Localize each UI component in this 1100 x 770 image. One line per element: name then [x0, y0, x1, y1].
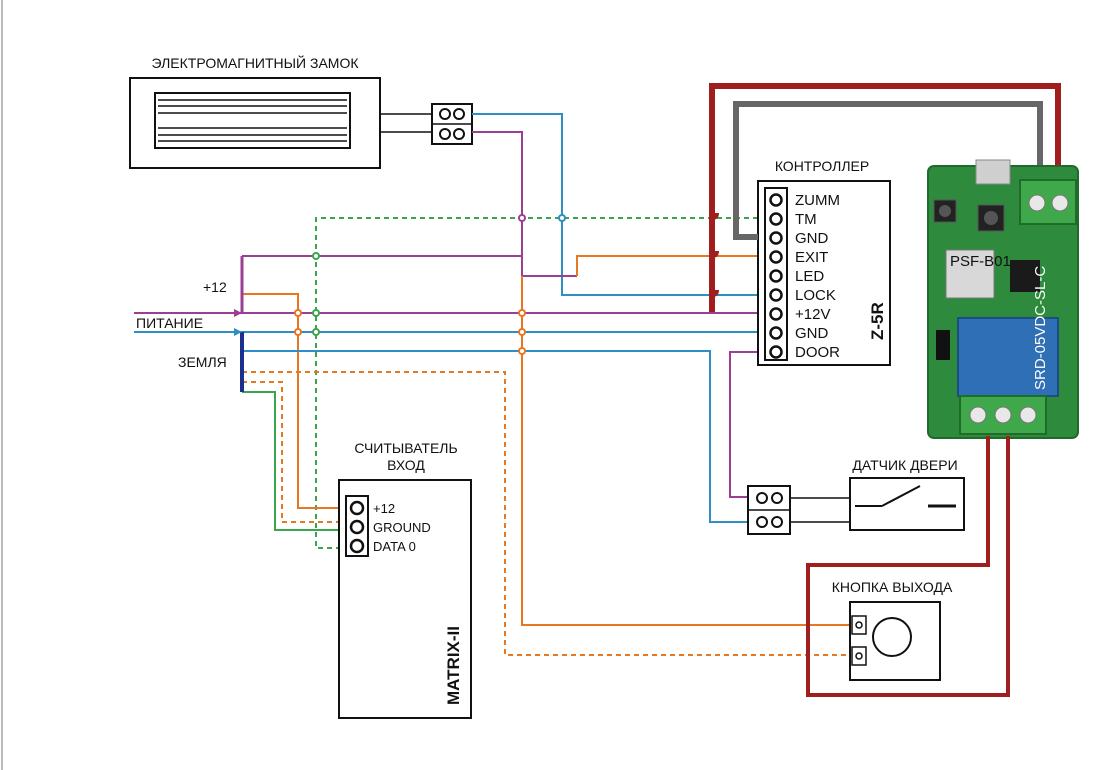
wire-relay-exit-loop: [806, 436, 1010, 697]
wire-data0-green-dashed: [315, 217, 758, 549]
wire-exit-orange-top: [576, 255, 758, 276]
chip: [1010, 260, 1040, 292]
wire-gnd-gray: [733, 101, 1043, 240]
reader-model: MATRIX-II: [444, 626, 463, 705]
controller-pin-label: EXIT: [795, 249, 828, 266]
controller-pin-label: LED: [795, 268, 824, 285]
wire-lock-purple: [472, 131, 577, 277]
controller-terminal: [769, 307, 783, 321]
reader-terminal-strip: [345, 495, 369, 557]
controller-pin-label: TM: [795, 211, 817, 228]
controller-terminal: [769, 288, 783, 302]
controller-terminal: [769, 326, 783, 340]
wifi-module: [945, 249, 995, 299]
controller-z5r: КОНТРОЛЛЕР ZUMM TM GND EXIT LED LOCK +12V GND DO…: [757, 158, 891, 366]
controller-terminal: [769, 345, 783, 359]
reader-pin-label: +12: [373, 501, 395, 516]
lock-plate: [154, 92, 351, 149]
controller-model: Z-5R: [868, 302, 887, 340]
lock-terminal-block: [431, 103, 473, 145]
controller-pin-label: GND: [795, 230, 829, 247]
wire-door-purple: [729, 351, 758, 498]
sensor-body: [849, 477, 965, 531]
controller-pin-label: ZUMM: [795, 192, 840, 209]
controller-terminal: [769, 193, 783, 207]
electromagnetic-lock: ЭЛЕКТРОМАГНИТНЫЙ ЗАМОК: [129, 54, 432, 169]
reader-title-line1: СЧИТЫВАТЕЛЬ: [354, 440, 457, 456]
supply-label: ПИТАНИЕ: [136, 315, 203, 331]
door-sensor-title: ДАТЧИК ДВЕРИ: [852, 457, 957, 473]
wire-lock-blue: [472, 113, 758, 296]
controller-terminal: [769, 231, 783, 245]
wire-reader-plus12-orange: [242, 293, 346, 509]
controller-pin-label: DOOR: [795, 344, 840, 361]
controller-pin-label: LOCK: [795, 287, 836, 304]
exit-button-title: КНОПКА ВЫХОДА: [832, 579, 953, 595]
wire-reader-ground-dashed: [242, 381, 346, 523]
relay-label: SRD-05VDC-SL-C: [1032, 266, 1049, 390]
darkred-taps: [711, 212, 719, 297]
controller-title: КОНТРОЛЛЕР: [775, 158, 869, 174]
controller-pin-label: +12V: [795, 306, 830, 323]
lock-title: ЭЛЕКТРОМАГНИТНЫЙ ЗАМОК: [151, 54, 359, 71]
wire-sensor-blue: [242, 350, 748, 523]
relay-board: PSF-B01 SRD-05VDC-SL-C: [927, 159, 1079, 439]
reader-pin-label: GROUND: [373, 520, 431, 535]
ground-label: ЗЕМЛЯ: [178, 354, 227, 370]
controller-terminal: [769, 269, 783, 283]
wire-reader-ground-green: [242, 391, 346, 531]
controller-terminal: [769, 212, 783, 226]
wifi-module-label: PSF-B01: [950, 253, 1011, 270]
controller-terminal: [769, 250, 783, 264]
exit-push-button: [872, 617, 912, 657]
wire-exit-orange: [521, 276, 850, 626]
wire-power-darkred: [709, 83, 1061, 312]
diode: [936, 330, 950, 360]
reader-title-line2: ВХОД: [387, 457, 425, 473]
exit-button: КНОПКА ВЫХОДА: [832, 579, 953, 681]
power-labels: +12 ПИТАНИЕ ЗЕМЛЯ: [136, 279, 227, 370]
plus12-label: +12: [203, 279, 227, 295]
wires: [134, 113, 850, 656]
usb-port: [975, 159, 1011, 185]
relay: [957, 317, 1059, 397]
reader-pin-label: DATA 0: [373, 539, 416, 554]
controller-pin-label: GND: [795, 325, 829, 342]
wire-crossings: [294, 214, 566, 355]
door-sensor: ДАТЧИК ДВЕРИ: [747, 457, 965, 535]
